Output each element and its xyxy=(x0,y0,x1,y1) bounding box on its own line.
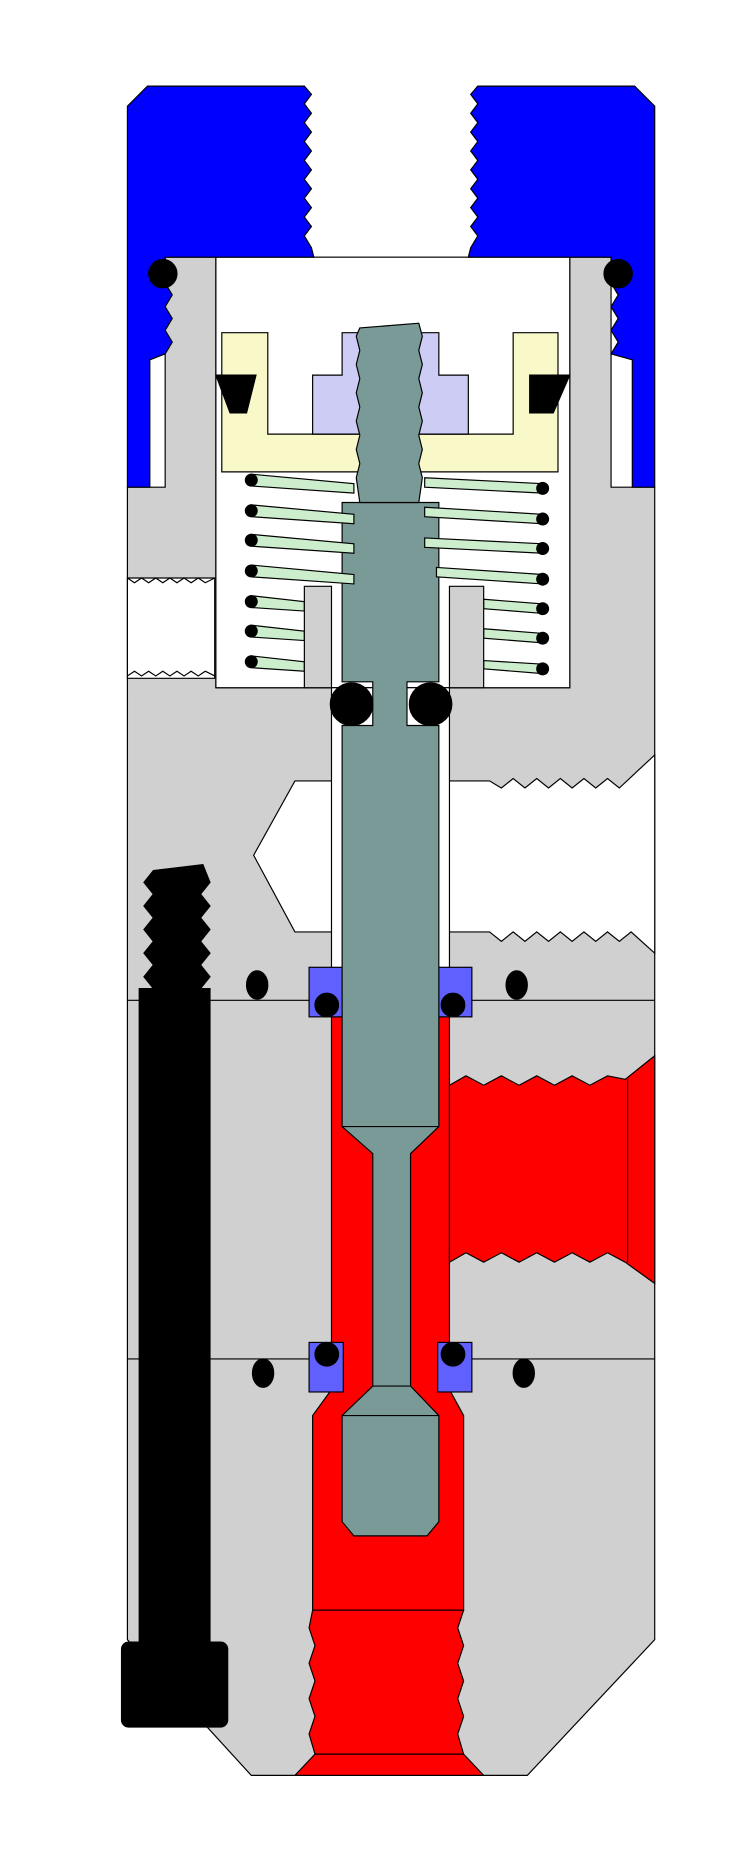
cap-screw-head xyxy=(120,1641,229,1728)
spring-retainer xyxy=(221,332,559,473)
wedge-seal-left xyxy=(215,374,257,414)
outlet-port-fluid xyxy=(448,1054,656,1285)
spring-coil-ends xyxy=(244,473,550,676)
cap-screw xyxy=(138,864,211,1643)
bottom-port-fluid xyxy=(293,1609,486,1776)
o-rings xyxy=(148,258,633,1388)
cap-right xyxy=(467,85,656,488)
left-port xyxy=(126,577,216,679)
spring-guide-left xyxy=(303,585,333,689)
left-port-thread-top xyxy=(127,577,215,584)
left-port-thread-bottom xyxy=(127,670,215,677)
wedge-seal-right xyxy=(529,374,571,414)
spring-guide-right xyxy=(448,585,485,689)
stem-thread xyxy=(355,322,423,504)
cap-left xyxy=(126,85,315,488)
